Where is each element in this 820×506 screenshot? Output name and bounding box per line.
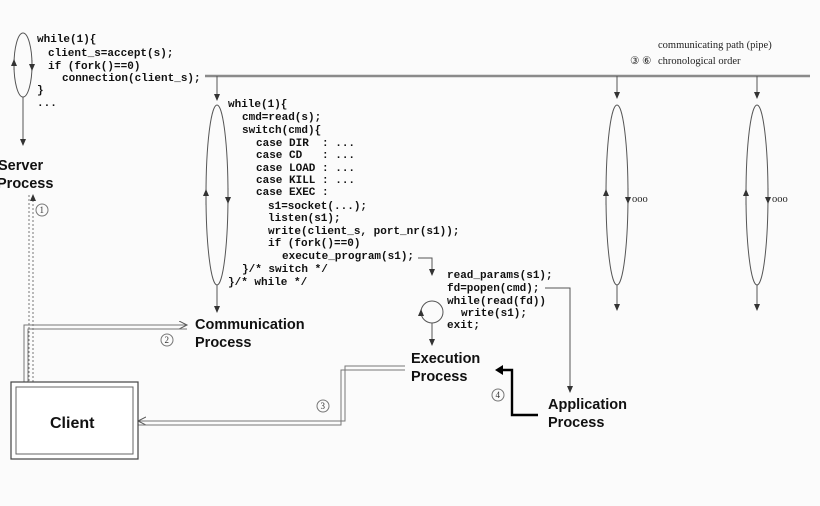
legend-order-from: ③ xyxy=(630,55,640,67)
fork-exec-arrow xyxy=(418,257,435,276)
server-label: Server xyxy=(0,158,44,174)
exec-code: read_params(s1); fd=popen(cmd); while(re… xyxy=(447,270,553,332)
loop-a xyxy=(605,104,629,286)
step-2-marker: 2 xyxy=(160,333,174,347)
comm-code-line: listen(s1); xyxy=(268,213,341,225)
step-3-number: 3 xyxy=(321,401,326,411)
client-comm-pipe-2 xyxy=(27,328,187,382)
step-2-number: 2 xyxy=(165,335,170,345)
comm-code-line: case CD : ... xyxy=(256,150,355,162)
app-label-2: Process xyxy=(548,415,604,431)
exec-client-pipe xyxy=(138,365,405,421)
exec-code-line: while(read(fd)) xyxy=(447,296,546,308)
exec-label: Execution xyxy=(411,351,480,367)
server-loop xyxy=(13,32,33,98)
comm-code-line: }/* while */ xyxy=(228,277,308,289)
loop-b-ellipsis: ooo xyxy=(772,194,788,205)
comm-label-2: Process xyxy=(195,335,251,351)
comm-code-line: case LOAD : ... xyxy=(256,163,355,175)
server-code-line: } xyxy=(37,85,44,97)
comm-loop xyxy=(205,104,229,286)
server-code-line: while(1){ xyxy=(37,34,96,46)
server-code-line: if (fork()==0) xyxy=(48,61,140,73)
exec-code-line: read_params(s1); xyxy=(447,270,553,282)
server-code-line: client_s=accept(s); xyxy=(48,48,173,60)
step-4-marker: 4 xyxy=(491,388,505,402)
exec-client-pipe-2 xyxy=(138,369,405,426)
comm-code-line: case DIR : ... xyxy=(256,138,355,150)
exec-code-line: fd=popen(cmd); xyxy=(447,283,539,295)
server-code-line: connection(client_s); xyxy=(62,73,201,85)
loop-b xyxy=(745,104,769,286)
client-box: Client xyxy=(10,381,139,460)
comm-code-line: s1=socket(...); xyxy=(268,201,367,213)
comm-code-line: execute_program(s1); xyxy=(282,251,414,263)
server-code-line: ... xyxy=(37,98,57,110)
comm-code-line: cmd=read(s); xyxy=(242,112,321,124)
comm-label: Communication xyxy=(195,317,305,333)
legend-pipe-label: communicating path (pipe) xyxy=(658,40,772,51)
app-exec-arrowhead xyxy=(495,365,503,375)
exec-loop xyxy=(420,300,444,324)
step-1-number: 1 xyxy=(40,205,45,215)
comm-code-line: case EXEC : xyxy=(256,187,329,199)
loop-a-ellipsis: ooo xyxy=(632,194,648,205)
app-exec-arrow xyxy=(501,368,538,417)
step-4-number: 4 xyxy=(496,390,501,400)
client-label: Client xyxy=(50,415,95,432)
exec-label-2: Process xyxy=(411,369,467,385)
comm-code-line: if (fork()==0) xyxy=(268,238,360,250)
step-1-marker: 1 xyxy=(35,203,49,217)
comm-code-line: }/* switch */ xyxy=(242,264,328,276)
exec-code-line: exit; xyxy=(447,320,480,332)
server-code: while(1){ client_s=accept(s); if (fork()… xyxy=(37,34,201,110)
legend-order-label: chronological order xyxy=(658,56,741,67)
app-label: Application xyxy=(548,397,627,413)
comm-code-line: switch(cmd){ xyxy=(242,125,321,137)
step-3-marker: 3 xyxy=(316,399,330,413)
comm-code: while(1){ cmd=read(s); switch(cmd){ case… xyxy=(228,99,459,289)
popen-app-arrow xyxy=(545,287,573,393)
comm-code-line: write(client_s, port_nr(s1)); xyxy=(268,226,459,238)
client-comm-pipe xyxy=(23,325,187,382)
comm-code-line: while(1){ xyxy=(228,99,287,111)
legend-order-to: ⑥ xyxy=(642,55,652,67)
exec-code-line: write(s1); xyxy=(461,308,527,320)
comm-code-line: case KILL : ... xyxy=(256,175,355,187)
server-label-2: Process xyxy=(0,176,53,192)
